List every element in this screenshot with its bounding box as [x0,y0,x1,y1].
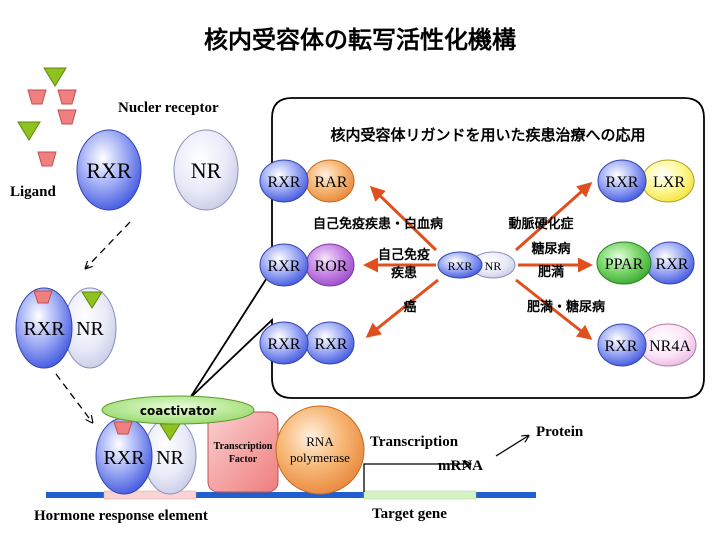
ligand-label: Ligand [10,184,57,200]
pair-lxr-label: LXR [653,174,685,191]
disease-autoimmune-leukemia: 自己免疫疾患・白血病 [313,216,443,232]
dna-strand [46,492,536,498]
pair-nr4a-rxr [597,323,647,367]
pair-ppar-rxr-label: RXR [656,256,689,273]
free-nr-label: NR [191,158,222,183]
pair-nr4a-label: NR4A [649,338,691,355]
treatment-arrows [363,182,593,340]
pair-ror-label: ROR [315,258,348,275]
translation-arrow [495,436,528,457]
pair-ppar-label: PPAR [605,256,644,273]
arrow-to-rar [369,185,438,252]
dna-ligand-pink [113,421,133,435]
rna-polymerase [275,405,365,495]
bound-rxr [15,287,73,369]
disease-obesity-diabetes: 肥満・糖尿病 [527,299,605,315]
coactivator [101,395,255,425]
transcription-factor-label-1: Transcription [214,441,273,452]
hormone-response-element-label: Hormone response element [34,508,208,524]
pair-nr4a-rxr-label: RXR [605,338,638,355]
ligand-shapes [17,67,77,167]
pair-lxr-rxr [597,159,647,203]
transcription-label: Transcription [370,434,459,450]
bound-nr-label: NR [76,318,104,340]
coactivator-label: coactivator [140,404,216,418]
page-title: 核内受容体の転写活性化機構 [204,26,516,54]
center-rxr-label: RXR [448,259,473,273]
pair-homo-rxr-1-label: RXR [268,336,301,353]
transcription-factor-box [207,411,279,493]
center-nr-label: NR [485,259,502,273]
rna-polymerase-label-2: polymerase [290,450,350,465]
disease-diabetes: 糖尿病 [531,241,570,257]
disease-autoimmune-1: 自己免疫 [378,247,430,263]
protein-label: Protein [536,424,584,440]
pair-ppar-partner [596,241,652,285]
center-rxr [437,251,483,279]
bound-rxr-label: RXR [23,318,65,340]
dashed-arrow-dna [55,373,92,422]
disease-arteriosclerosis: 動脈硬化症 [508,216,573,232]
arrow-to-rxr [365,278,439,338]
pair-homo-rxr-1 [259,321,309,365]
rna-polymerase-label-1: RNA [306,434,334,449]
disease-cancer: 癌 [403,299,416,315]
disease-obesity: 肥満 [538,264,564,280]
free-rxr-label: RXR [86,158,132,183]
pair-rar-rxr-label: RXR [268,174,301,191]
hormone-response-element-region [103,490,197,500]
nucler-receptor-label: Nucler receptor [118,100,219,116]
arrow-to-lxr [515,182,593,252]
pair-ror-rxr-label: RXR [268,258,301,275]
bound-ligand-pink [33,290,53,304]
disease-autoimmune-2: 疾患 [391,265,417,281]
target-gene-region [363,490,477,500]
transcription-arrow [363,464,470,492]
dna-nr-label: NR [156,447,184,469]
pair-homo-rxr-2-label: RXR [315,336,348,353]
pair-rar-label: RAR [315,174,348,191]
pair-lxr-rxr-label: RXR [606,174,639,191]
arrow-to-nr4a [515,278,593,340]
pair-ror-rxr [259,243,309,287]
dashed-arrow-bind [86,221,131,268]
transcription-factor-label-2: Factor [229,454,258,465]
target-gene-label: Target gene [372,506,447,522]
free-rxr [76,129,142,211]
bound-ligand-green [81,291,103,309]
mrna-label: mRNA [438,458,483,474]
callout-title: 核内受容体リガンドを用いた疾患治療への応用 [330,126,645,144]
free-nr [173,129,239,211]
dna-rxr-label: RXR [103,447,145,469]
pair-rar-rxr [259,159,309,203]
